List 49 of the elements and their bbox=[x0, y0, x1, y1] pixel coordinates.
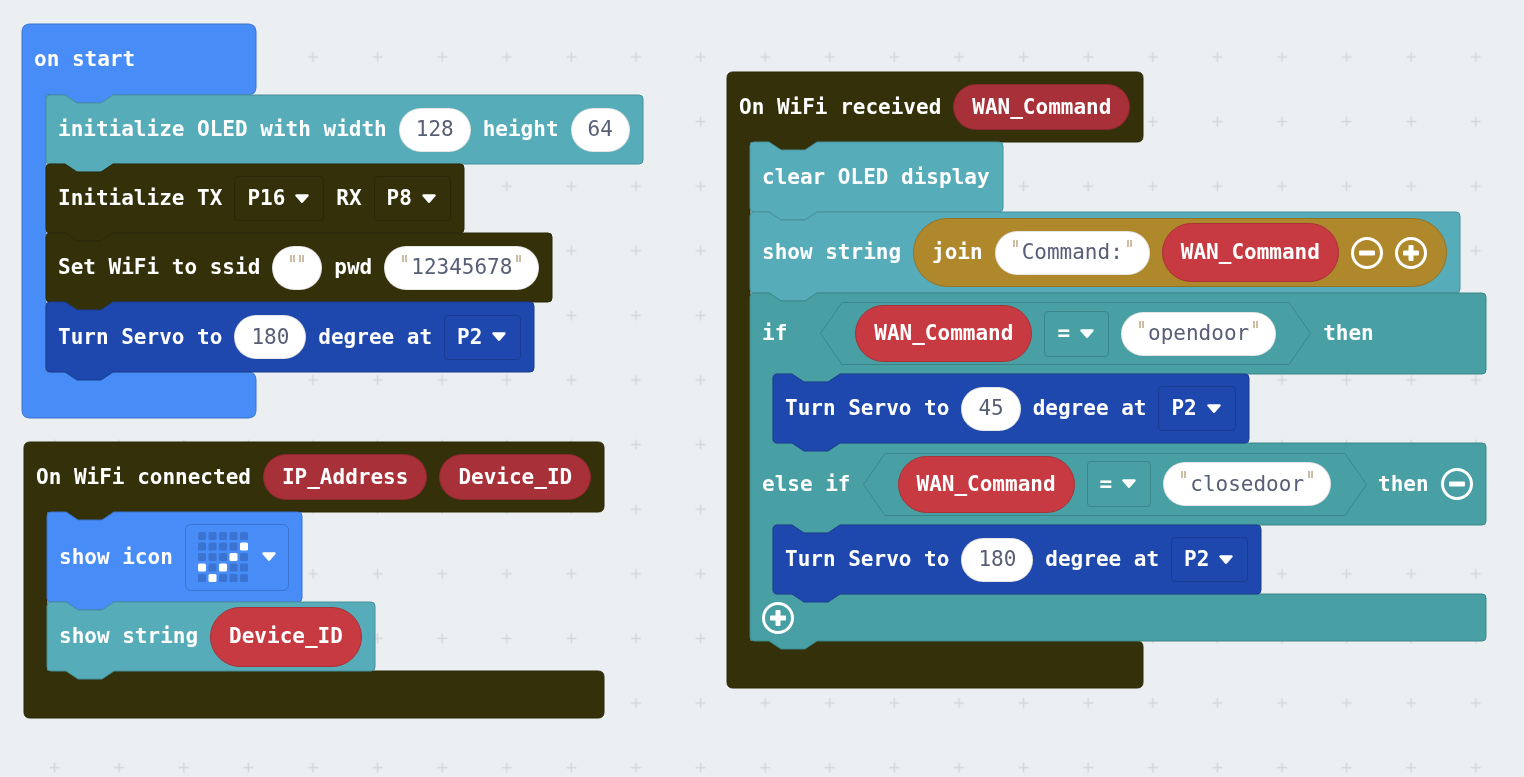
condition-block bbox=[862, 452, 1367, 516]
variable-block: WAN_Command bbox=[1161, 223, 1339, 282]
block-text: degree at bbox=[1032, 398, 1147, 419]
block-text: then bbox=[1378, 473, 1429, 495]
block-text: Set WiFi to ssid bbox=[58, 257, 261, 278]
dropdown: P2 bbox=[1171, 537, 1249, 582]
variable-block: Device_ID bbox=[439, 454, 592, 500]
block-text: Turn Servo to bbox=[58, 326, 223, 348]
block-text: pwd bbox=[334, 257, 373, 278]
block-text: On WiFi received bbox=[739, 96, 942, 118]
block-text: height bbox=[482, 119, 559, 140]
dropdown: P8 bbox=[373, 176, 451, 221]
text-field: Command: bbox=[994, 230, 1150, 275]
dropdown: = bbox=[1044, 310, 1110, 357]
block-text: Initialize TX bbox=[58, 188, 223, 209]
variable-block: WAN_Command bbox=[897, 455, 1075, 513]
block-text: join bbox=[932, 242, 983, 263]
variable-block: WAN_Command bbox=[953, 84, 1131, 130]
block-text: Turn Servo to bbox=[785, 398, 950, 419]
variable-block: WAN_Command bbox=[855, 305, 1033, 362]
text-field: opendoor bbox=[1121, 311, 1277, 356]
condition-block bbox=[820, 302, 1312, 365]
icon-picker bbox=[184, 523, 289, 591]
block-text: show string bbox=[762, 242, 902, 263]
block-text: On WiFi connected bbox=[36, 466, 251, 488]
block-text: else if bbox=[762, 473, 851, 495]
if-else-block bbox=[750, 293, 1486, 649]
block-text: initialize OLED with width bbox=[58, 119, 387, 140]
block-text: clear OLED display bbox=[762, 166, 990, 188]
block-text: if bbox=[762, 323, 788, 344]
statement-block bbox=[46, 302, 534, 380]
statement-block bbox=[47, 512, 302, 610]
dropdown: P2 bbox=[444, 314, 522, 360]
event-block bbox=[24, 442, 604, 718]
dropdown: P16 bbox=[234, 176, 325, 221]
block-text: show string bbox=[59, 626, 199, 647]
text-field: closedoor bbox=[1163, 462, 1332, 506]
block-text: RX bbox=[336, 188, 362, 209]
text-field: 12345678 bbox=[384, 245, 540, 290]
block-text: degree at bbox=[1045, 549, 1160, 570]
block-text: on start bbox=[34, 49, 136, 70]
dropdown: P2 bbox=[1158, 386, 1236, 431]
block-text: Turn Servo to bbox=[785, 549, 950, 570]
block-text: show icon bbox=[59, 546, 173, 568]
dropdown: = bbox=[1086, 461, 1152, 507]
block-text: then bbox=[1323, 323, 1374, 344]
variable-block: Device_ID bbox=[210, 606, 362, 667]
block-text: degree at bbox=[318, 326, 433, 348]
variable-block: IP_Address bbox=[262, 454, 428, 500]
